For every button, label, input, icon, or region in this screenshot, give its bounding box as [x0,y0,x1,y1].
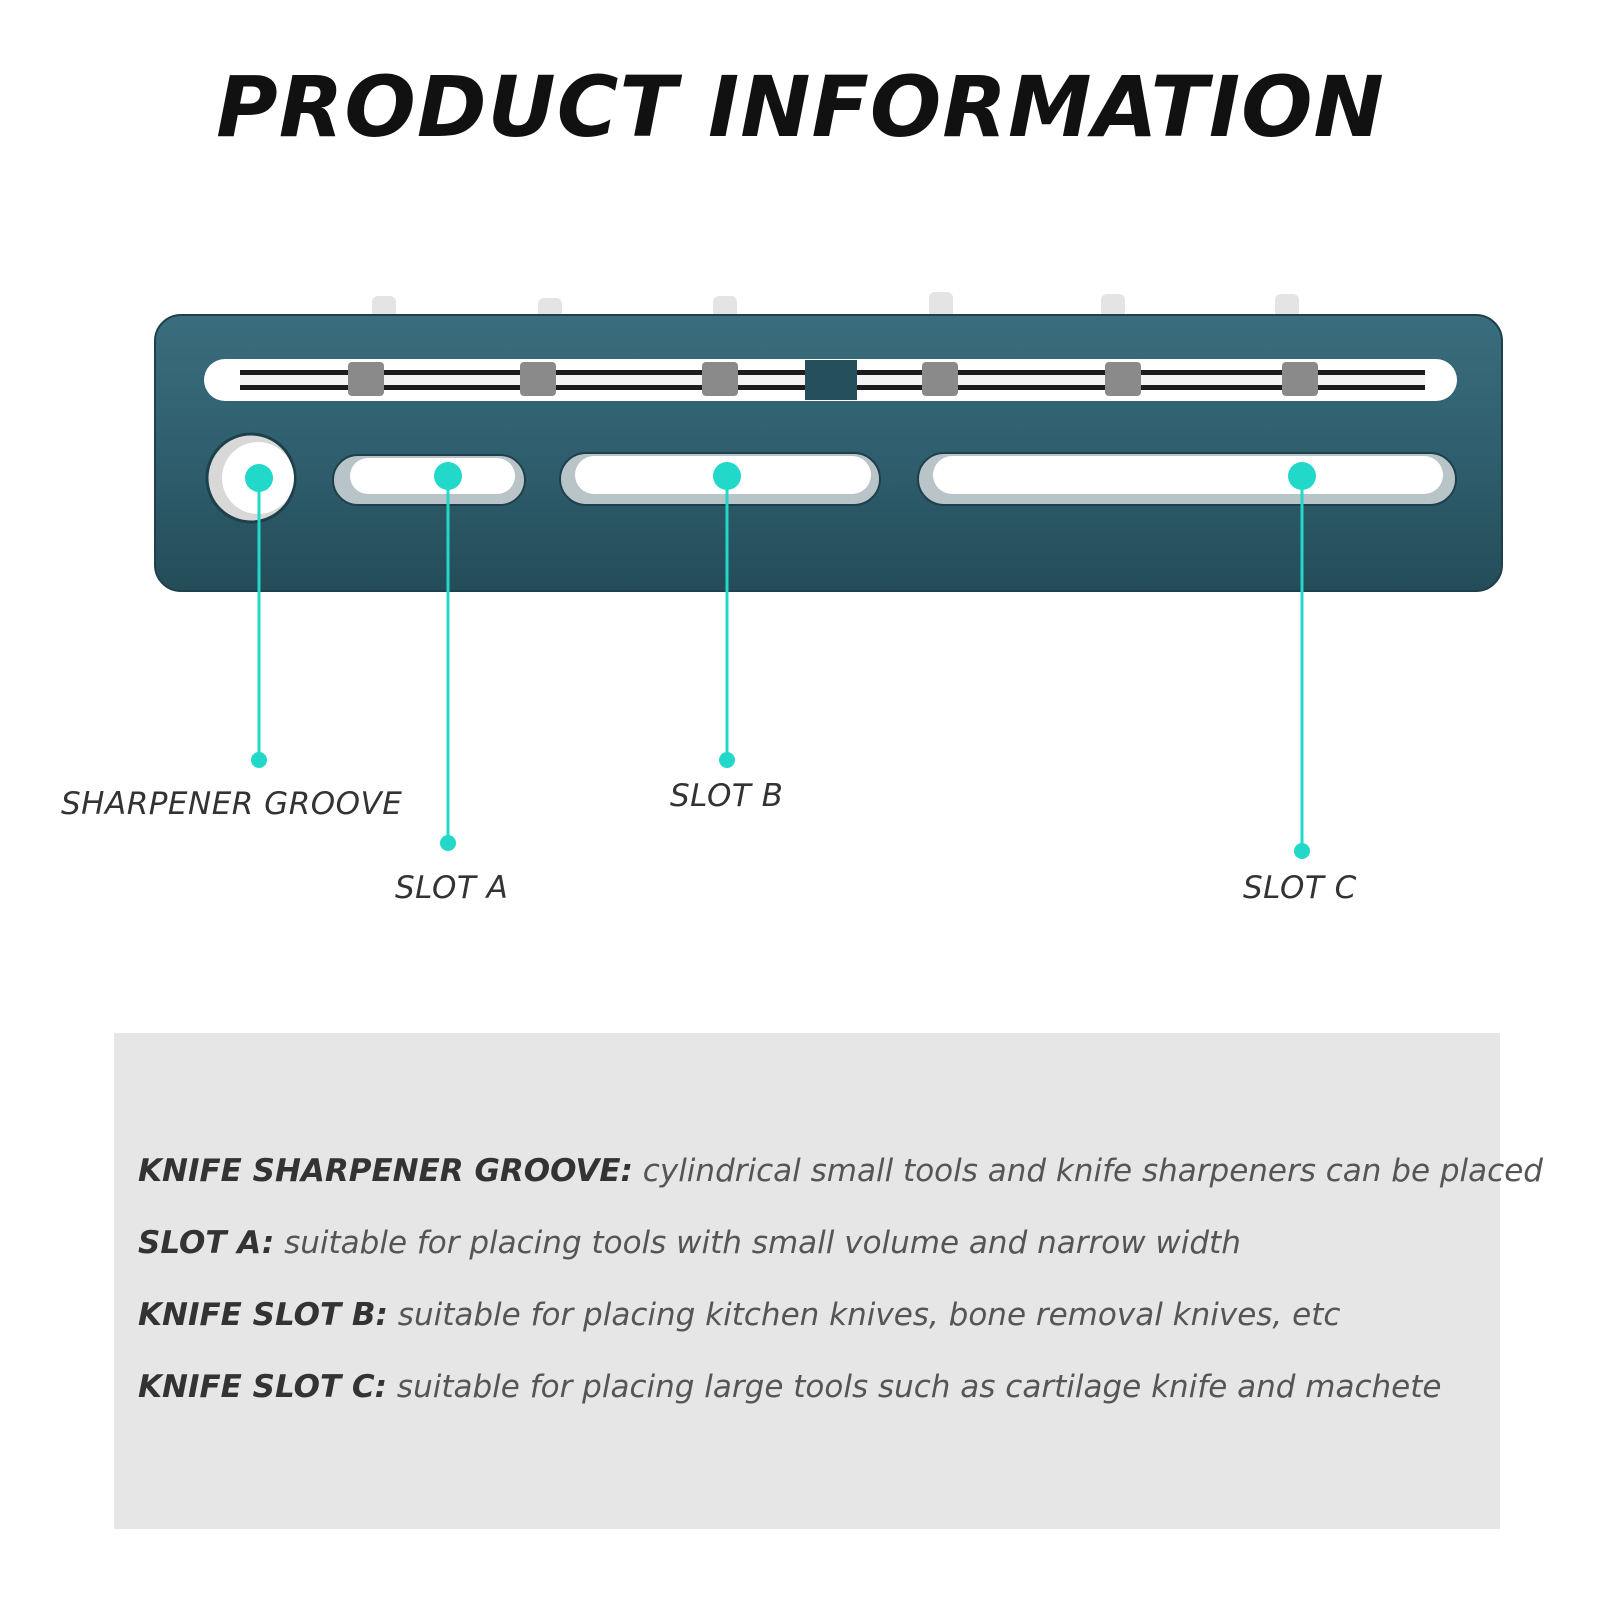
info-row-slot-a: SLOT A: suitable for placing tools with … [138,1225,1241,1261]
info-text: suitable for placing tools with small vo… [274,1225,1241,1261]
info-key: SLOT A: [138,1225,275,1261]
label-slot-a: SLOT A [395,870,509,906]
knife-rack-illustration [154,292,1503,859]
top-pegs [372,292,1299,318]
info-text: suitable for placing large tools such as… [387,1369,1442,1405]
callout-lines [257,476,1304,851]
label-slot-b: SLOT B [670,778,784,814]
info-key: KNIFE SLOT C: [138,1369,388,1405]
info-row-slot-c: KNIFE SLOT C: suitable for placing large… [138,1369,1442,1405]
info-key: KNIFE SHARPENER GROOVE: [138,1153,633,1189]
info-row-slot-b: KNIFE SLOT B: suitable for placing kitch… [138,1297,1340,1333]
page-title: PRODUCT INFORMATION [216,58,1385,156]
info-panel: KNIFE SHARPENER GROOVE: cylindrical smal… [114,1033,1543,1529]
callout-dots [245,462,1316,859]
info-key: KNIFE SLOT B: [138,1297,388,1333]
label-slot-c: SLOT C [1243,870,1357,906]
info-text: suitable for placing kitchen knives, bon… [387,1297,1341,1333]
label-sharpener-groove: SHARPENER GROOVE [61,786,403,822]
info-text: cylindrical small tools and knife sharpe… [632,1153,1543,1189]
info-row-sharpener: KNIFE SHARPENER GROOVE: cylindrical smal… [138,1153,1543,1189]
hooks [348,362,1318,396]
